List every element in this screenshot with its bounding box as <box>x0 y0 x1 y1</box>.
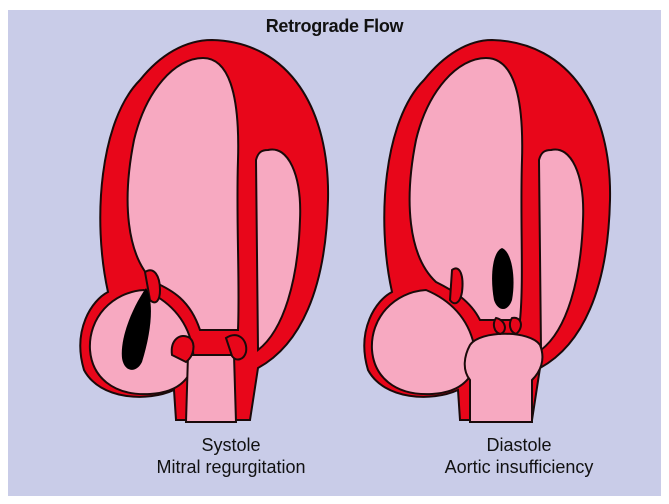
caption-diastole: Diastole Aortic insufficiency <box>389 434 649 478</box>
heart-diastole <box>364 40 610 422</box>
caption-condition: Mitral regurgitation <box>101 456 361 478</box>
diagram-title: Retrograde Flow <box>0 16 669 37</box>
caption-phase: Systole <box>101 434 361 456</box>
aorta <box>186 355 236 422</box>
caption-condition: Aortic insufficiency <box>389 456 649 478</box>
aorta <box>465 334 543 422</box>
mitral-valve-leaflet <box>450 268 463 303</box>
heart-systole <box>80 40 328 422</box>
caption-phase: Diastole <box>389 434 649 456</box>
caption-systole: Systole Mitral regurgitation <box>101 434 361 478</box>
